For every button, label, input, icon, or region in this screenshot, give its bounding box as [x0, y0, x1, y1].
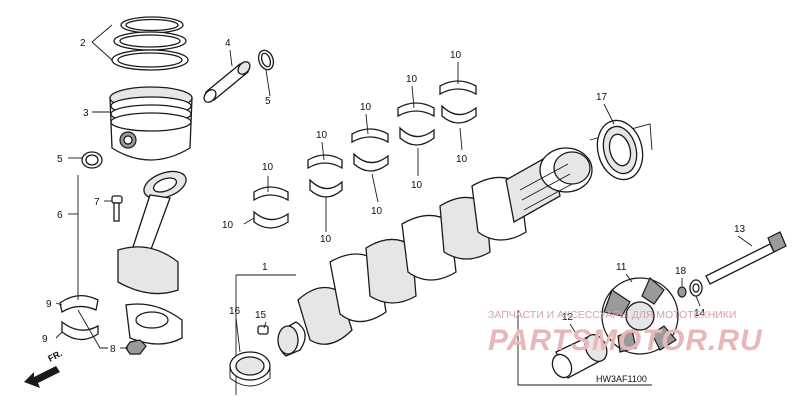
callout-10-e: 10 [360, 102, 372, 113]
callout-10-i: 10 [450, 50, 462, 61]
piston-pin-clip-left[interactable] [81, 151, 103, 169]
direction-label: FR. [46, 348, 63, 364]
dowel-pin[interactable] [257, 325, 269, 335]
callout-10-d: 10 [320, 234, 332, 245]
callout-5-left: 5 [57, 154, 63, 165]
callout-12: 12 [562, 312, 574, 323]
callout-18: 18 [675, 266, 687, 277]
callout-labels: 1 2 3 4 5 5 6 7 8 9 9 10 10 10 10 10 10 … [42, 38, 746, 355]
rod-bearing-upper[interactable] [59, 295, 99, 314]
piston-pin-clip-right[interactable] [256, 48, 276, 72]
callout-10-g: 10 [406, 74, 418, 85]
callout-13: 13 [734, 224, 746, 235]
oil-seal[interactable] [591, 115, 649, 184]
callout-9-upper: 9 [46, 299, 52, 310]
diagram-code: HW3AF1100 [596, 374, 647, 384]
piston-pin[interactable] [202, 59, 253, 104]
starter-gear[interactable] [549, 331, 611, 381]
callout-17: 17 [596, 92, 608, 103]
callout-10-j: 10 [456, 154, 468, 165]
callout-4: 4 [225, 38, 231, 49]
piston[interactable] [109, 86, 193, 161]
callout-10-f: 10 [371, 206, 383, 217]
connecting-rod[interactable] [117, 166, 190, 345]
o-ring[interactable] [677, 286, 687, 298]
watermark: ЗАПЧАСТИ И АКСЕССУАРЫ ДЛЯ МОТОТЕХНИКИ PA… [488, 309, 763, 357]
crank-bearing[interactable] [229, 351, 271, 387]
main-bearing-pair-4[interactable] [397, 102, 435, 146]
callout-11: 11 [616, 262, 627, 273]
rod-bearing-lower[interactable] [61, 320, 99, 341]
callout-2: 2 [80, 38, 86, 49]
flywheel[interactable] [601, 277, 679, 355]
callout-5-right: 5 [265, 96, 271, 107]
watermark-tagline: ЗАПЧАСТИ И АКСЕССУАРЫ ДЛЯ МОТОТЕХНИКИ [488, 309, 736, 321]
front-direction-arrow: FR. [24, 348, 64, 388]
flywheel-bolt[interactable] [705, 231, 787, 285]
main-bearing-pair-3[interactable] [351, 128, 389, 172]
callout-10-b: 10 [222, 220, 234, 231]
callout-7: 7 [94, 197, 100, 208]
crankshaft[interactable] [277, 147, 593, 357]
callout-8: 8 [110, 344, 116, 355]
callout-1: 1 [262, 262, 268, 273]
callout-10-h: 10 [411, 180, 423, 191]
callout-10-a: 10 [262, 162, 274, 173]
piston-rings[interactable] [111, 16, 189, 71]
callout-10-c: 10 [316, 130, 328, 141]
callout-9-lower: 9 [42, 334, 48, 345]
washer[interactable] [689, 279, 703, 297]
callout-16: 16 [229, 306, 241, 317]
callout-6: 6 [57, 210, 63, 221]
watermark-logo: PARTSMOTOR.RU [488, 324, 763, 357]
callout-14: 14 [694, 308, 706, 319]
main-bearing-pair-2[interactable] [307, 154, 343, 198]
callout-3: 3 [83, 108, 89, 119]
rod-bolt[interactable] [111, 195, 123, 222]
main-bearing-pair-1[interactable] [253, 186, 289, 229]
callout-15: 15 [255, 310, 267, 321]
leader-lines [55, 24, 753, 353]
main-bearing-pair-5[interactable] [439, 80, 477, 124]
